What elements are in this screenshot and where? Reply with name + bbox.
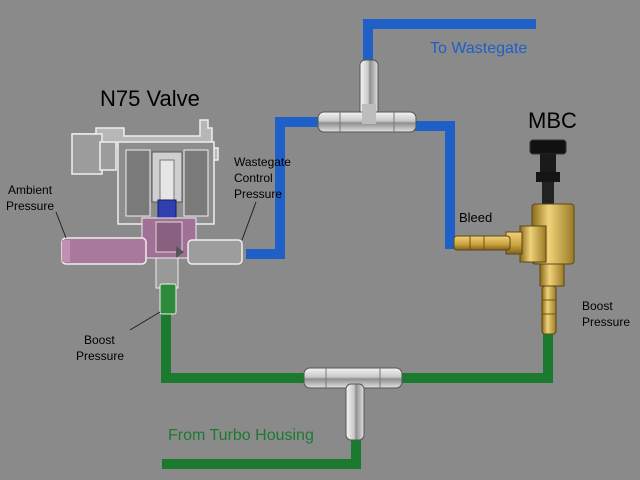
mbc-valve: [453, 139, 575, 335]
bleed-label: Bleed: [459, 210, 492, 225]
ambient-label-line1: Ambient: [8, 183, 53, 197]
boost-right-line2: Pressure: [582, 315, 630, 329]
hose-to-wastegate: [363, 19, 536, 72]
ambient-label-line2: Pressure: [6, 199, 54, 213]
hose-boost-mbc: [392, 330, 553, 383]
wastegate-control-line1: Wastegate: [234, 155, 291, 169]
pointer-lines: [55, 201, 257, 331]
from-turbo-label: From Turbo Housing: [168, 427, 314, 444]
wastegate-control-line2: Control: [234, 171, 273, 185]
hose-from-turbo: [162, 430, 361, 469]
boost-right-line1: Boost: [582, 299, 613, 313]
ambient-pointer: [55, 211, 67, 239]
n75-valve: [61, 119, 243, 315]
green-hose: [161, 300, 553, 469]
hose-boost-n75: [161, 300, 320, 383]
wastegate-control-line3: Pressure: [234, 187, 282, 201]
t-fitting-top: [317, 59, 417, 133]
hose-to-bleed: [410, 121, 466, 249]
boost-left-line2: Pressure: [76, 349, 124, 363]
to-wastegate-label: To Wastegate: [430, 40, 527, 57]
blue-hose: [246, 19, 536, 259]
boost-left-pointer: [129, 311, 161, 331]
wastegate-pointer: [241, 201, 257, 241]
boost-left-line1: Boost: [84, 333, 115, 347]
t-fitting-bottom: [303, 367, 403, 441]
n75-valve-title: N75 Valve: [100, 86, 200, 111]
mbc-title: MBC: [528, 108, 577, 133]
hose-to-n75: [246, 117, 340, 259]
